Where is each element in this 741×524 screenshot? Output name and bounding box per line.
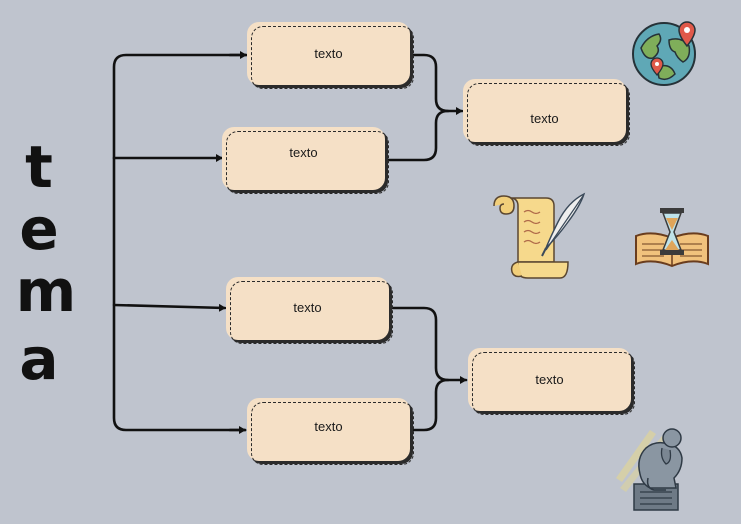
text-box-merge-top: texto <box>463 79 630 146</box>
topic-letter-m: m <box>15 257 77 325</box>
box-label: texto <box>293 300 322 315</box>
text-box-branch-4: texto <box>247 398 414 465</box>
box-label: texto <box>314 46 343 61</box>
text-box-merge-bottom: texto <box>468 348 635 415</box>
topic-letter-t: t <box>25 133 53 201</box>
text-box-branch-3: texto <box>226 277 393 344</box>
globe-icon <box>632 21 696 86</box>
branch-line-3 <box>112 303 227 312</box>
box-label: texto <box>289 145 318 160</box>
merge-line-bottom <box>388 306 468 384</box>
box-label: texto <box>535 372 564 387</box>
box-label: texto <box>314 419 343 434</box>
text-box-branch-2: texto <box>222 127 389 194</box>
merge-line-top <box>408 53 464 115</box>
topic-letter-e: e <box>19 195 59 263</box>
hourglass-book-icon <box>635 208 709 268</box>
scroll-quill-icon <box>493 192 586 279</box>
text-box-branch-1: texto <box>247 22 414 89</box>
spine-line <box>112 53 248 432</box>
topic-letter-a: a <box>19 325 59 393</box>
thinker-statue-icon <box>616 428 683 511</box>
box-label: texto <box>530 111 559 126</box>
